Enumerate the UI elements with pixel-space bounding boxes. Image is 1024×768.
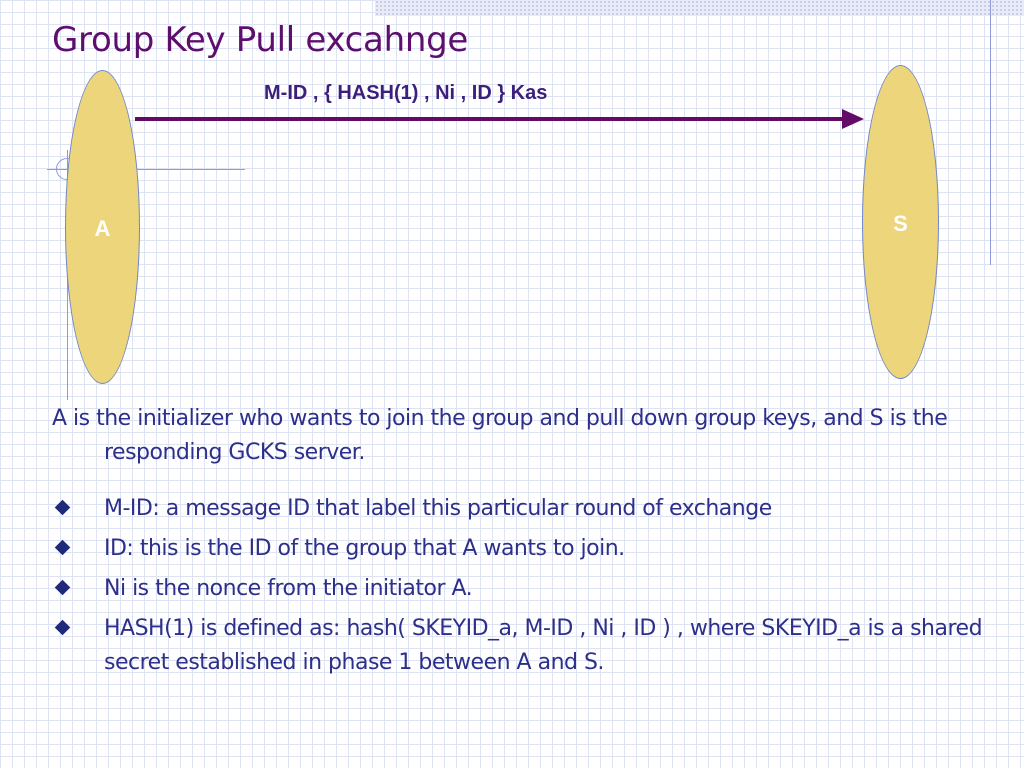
server-ellipse: S xyxy=(862,65,939,379)
diamond-bullet-icon xyxy=(54,539,71,556)
diamond-bullet-icon xyxy=(54,579,71,596)
bullet-text: M-ID: a message ID that label this parti… xyxy=(104,496,772,521)
initiator-label: A xyxy=(94,216,111,241)
bullet-item: HASH(1) is defined as: hash( SKEYID_a, M… xyxy=(52,612,987,680)
message-arrowhead-icon xyxy=(842,109,864,129)
slide-body: A is the initializer who wants to join t… xyxy=(52,402,987,686)
message-arrow-line xyxy=(135,117,845,121)
intro-paragraph: A is the initializer who wants to join t… xyxy=(52,406,948,465)
bullet-item: Ni is the nonce from the initiator A. xyxy=(52,572,987,606)
server-label: S xyxy=(893,211,908,236)
initiator-ellipse: A xyxy=(65,70,140,384)
slide-title: Group Key Pull excahnge xyxy=(52,20,468,60)
bullet-item: M-ID: a message ID that label this parti… xyxy=(52,492,987,526)
vertical-rule-right xyxy=(990,0,991,265)
bullet-list: M-ID: a message ID that label this parti… xyxy=(52,492,987,680)
bullet-text: ID: this is the ID of the group that A w… xyxy=(104,536,625,561)
bullet-text: Ni is the nonce from the initiator A. xyxy=(104,576,473,601)
message-label: M-ID , { HASH(1) , Ni , ID } Kas xyxy=(264,82,548,104)
horizontal-rule-left xyxy=(47,169,245,170)
bullet-item: ID: this is the ID of the group that A w… xyxy=(52,532,987,566)
diamond-bullet-icon xyxy=(54,619,71,636)
header-decoration-band xyxy=(375,0,1024,16)
bullet-text: HASH(1) is defined as: hash( SKEYID_a, M… xyxy=(104,616,983,675)
diamond-bullet-icon xyxy=(54,499,71,516)
